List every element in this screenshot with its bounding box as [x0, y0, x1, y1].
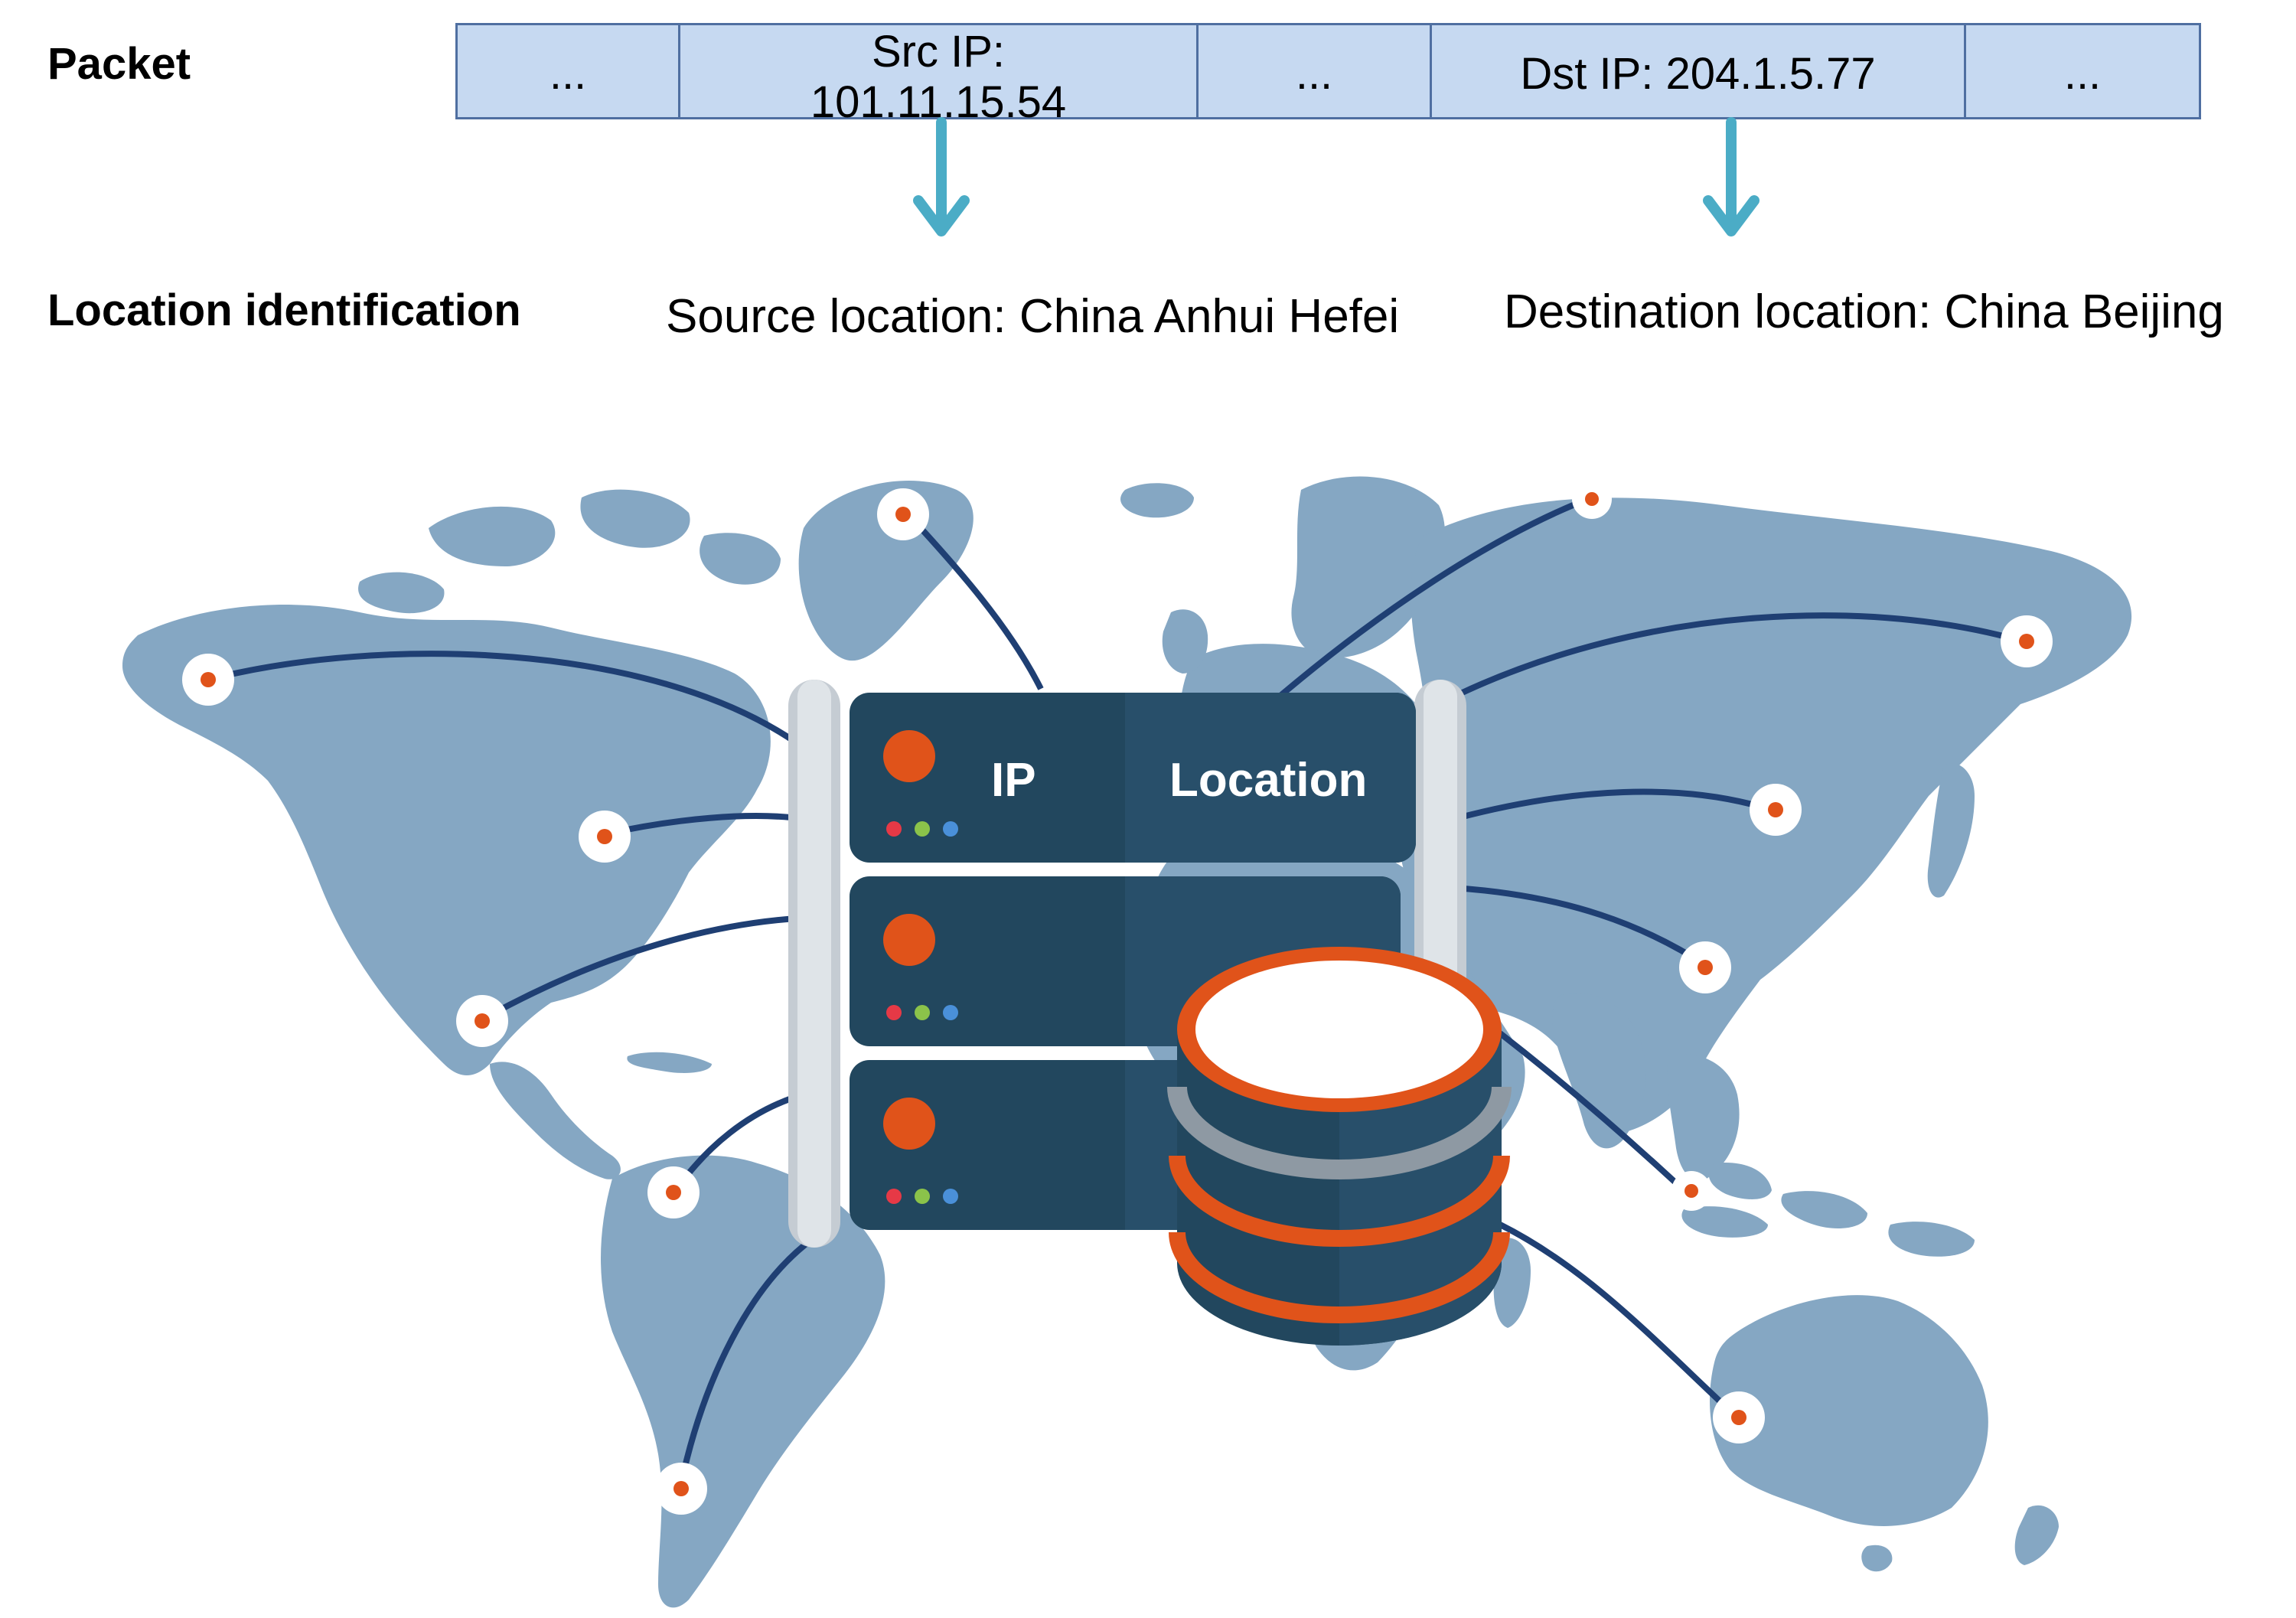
location-markers — [182, 479, 2053, 1515]
down-arrow-src — [913, 117, 970, 237]
location-marker-1 — [182, 654, 234, 706]
location-marker-10 — [1679, 941, 1731, 993]
server-column-ip: IP — [991, 754, 1036, 807]
location-marker-7 — [1572, 479, 1612, 519]
server-unit-1: IP Location — [850, 693, 1416, 863]
location-marker-12 — [1713, 1391, 1765, 1443]
down-arrow-dst — [1703, 117, 1760, 237]
location-marker-8 — [2001, 615, 2053, 667]
packet-field-dst-ip: Dst IP: 204.1.5.77 — [1430, 23, 1966, 119]
packet-field-ellipsis-2: ... — [1196, 23, 1432, 119]
location-marker-9 — [1750, 784, 1802, 836]
destination-location-text: Destination location: China Beijing — [1504, 285, 2224, 338]
database-icon — [1167, 947, 1512, 1346]
packet-field-src-ip: Src IP: 101.11.15.54 — [678, 23, 1199, 127]
source-location-text: Source location: China Anhui Hefei — [666, 290, 1400, 343]
packet-field-ellipsis-3: ... — [1964, 23, 2201, 119]
server-status-light — [883, 730, 935, 782]
location-marker-4 — [456, 995, 508, 1047]
packet-label: Packet — [47, 39, 191, 89]
location-identification-label: Location identification — [47, 285, 521, 335]
location-marker-2 — [877, 488, 929, 540]
server-rack: IP Location — [788, 680, 1466, 1248]
network-links — [207, 494, 2030, 1484]
packet-field-ellipsis-1: ... — [455, 23, 680, 119]
location-marker-3 — [579, 811, 631, 863]
server-column-location: Location — [1169, 754, 1367, 807]
src-ip-label: Src IP: — [871, 27, 1006, 77]
location-marker-5 — [647, 1166, 700, 1218]
location-marker-6 — [655, 1463, 707, 1515]
location-marker-11 — [1671, 1171, 1711, 1211]
